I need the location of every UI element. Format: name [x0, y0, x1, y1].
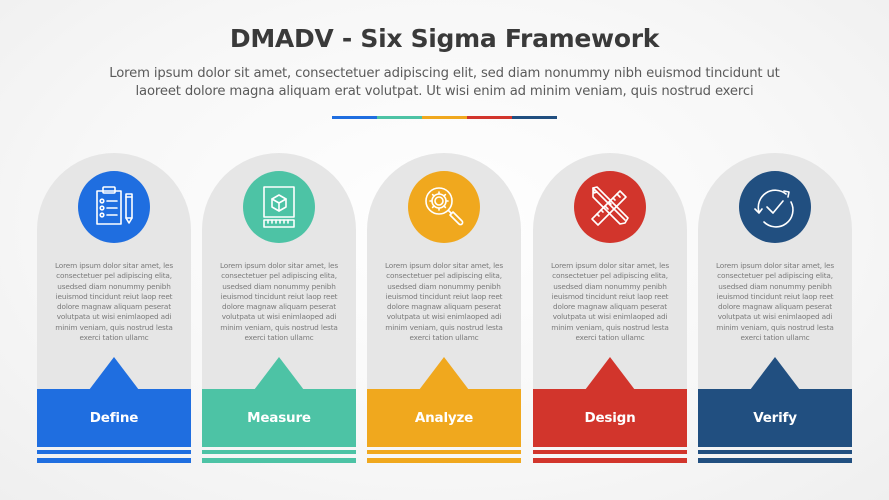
color-divider	[332, 116, 557, 119]
subtitle-line-1: Lorem ipsum dolor sit amet, consectetuer…	[109, 66, 780, 81]
arrow-up-icon	[750, 357, 800, 390]
divider-segment-measure	[377, 116, 422, 119]
step-description: Lorem ipsum dolor sitar amet, les consec…	[385, 261, 503, 343]
clipboard-checklist-pencil-icon	[78, 171, 150, 243]
step-card: Lorem ipsum dolor sitar amet, les consec…	[367, 153, 521, 389]
arrow-up-icon	[89, 357, 139, 390]
divider-segment-define	[332, 116, 377, 119]
cube-ruler-icon	[243, 171, 315, 243]
step-label: Define	[37, 389, 191, 447]
underline	[533, 458, 687, 463]
pencil-ruler-cross-icon	[574, 171, 646, 243]
underline	[202, 450, 356, 454]
step-card: Lorem ipsum dolor sitar amet, les consec…	[202, 153, 356, 389]
underline	[37, 458, 191, 463]
step-description: Lorem ipsum dolor sitar amet, les consec…	[220, 261, 338, 343]
step-card: Lorem ipsum dolor sitar amet, les consec…	[37, 153, 191, 389]
divider-segment-verify	[512, 116, 557, 119]
check-cycle-icon	[739, 171, 811, 243]
divider-segment-analyze	[422, 116, 467, 119]
step-label: Analyze	[367, 389, 521, 447]
arrow-up-icon	[585, 357, 635, 390]
step-description: Lorem ipsum dolor sitar amet, les consec…	[55, 261, 173, 343]
step-label: Design	[533, 389, 687, 447]
underline	[202, 458, 356, 463]
underline	[698, 450, 852, 454]
underline	[367, 450, 521, 454]
step-description: Lorem ipsum dolor sitar amet, les consec…	[551, 261, 669, 343]
page-subtitle: Lorem ipsum dolor sit amet, consectetuer…	[40, 65, 849, 101]
underline	[698, 458, 852, 463]
underline	[367, 458, 521, 463]
subtitle-line-2: laoreet dolore magna aliquam erat volutp…	[135, 84, 754, 99]
divider-segment-design	[467, 116, 512, 119]
underline	[533, 450, 687, 454]
step-label: Verify	[698, 389, 852, 447]
step-card: Lorem ipsum dolor sitar amet, les consec…	[698, 153, 852, 389]
arrow-up-icon	[254, 357, 304, 390]
step-description: Lorem ipsum dolor sitar amet, les consec…	[716, 261, 834, 343]
step-label: Measure	[202, 389, 356, 447]
magnifier-gear-icon	[408, 171, 480, 243]
page-title: DMADV - Six Sigma Framework	[229, 24, 660, 53]
underline	[37, 450, 191, 454]
arrow-up-icon	[419, 357, 469, 390]
step-card: Lorem ipsum dolor sitar amet, les consec…	[533, 153, 687, 389]
